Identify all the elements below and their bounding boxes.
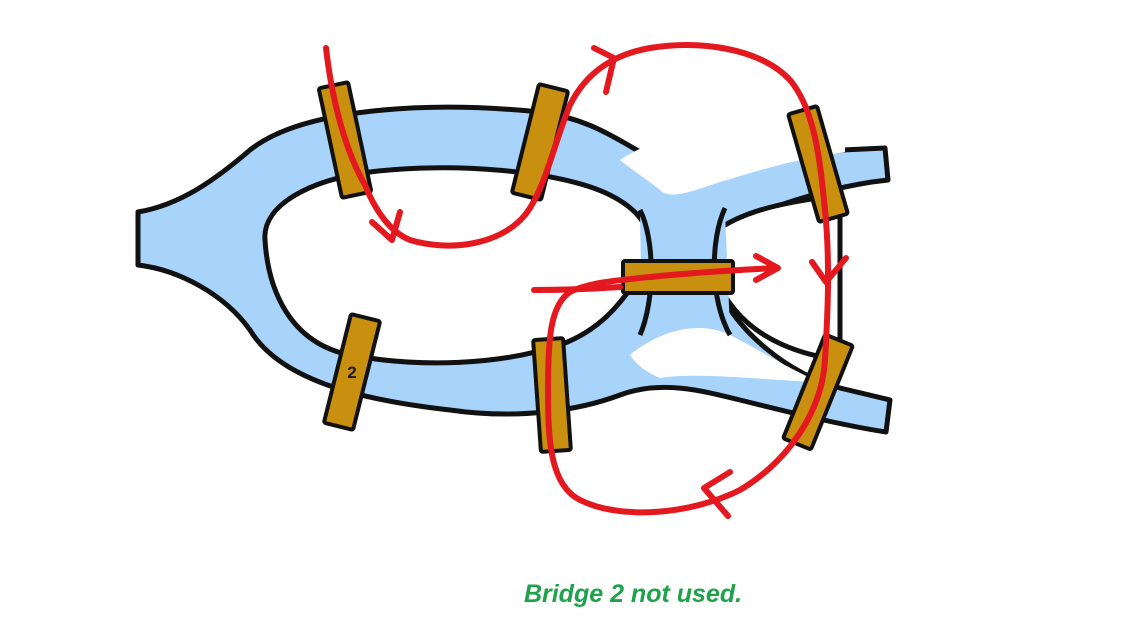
bridge-2-label: 2 bbox=[347, 363, 356, 382]
caption: Bridge 2 not used. bbox=[523, 580, 743, 608]
arrowhead-5 bbox=[753, 253, 781, 283]
path-lead-in bbox=[531, 284, 623, 293]
arrowhead-3 bbox=[809, 255, 849, 285]
walking-path bbox=[323, 42, 849, 519]
arrowhead-2 bbox=[591, 45, 617, 95]
landmass-upper-right bbox=[620, 119, 845, 195]
arrowhead-4 bbox=[701, 469, 733, 519]
bridge-2-deck bbox=[322, 312, 382, 432]
bridge-2: 2 bbox=[322, 312, 382, 432]
landmass-lower-right bbox=[630, 327, 820, 382]
arrowhead-1 bbox=[369, 209, 403, 243]
path-segment-start bbox=[323, 42, 832, 516]
